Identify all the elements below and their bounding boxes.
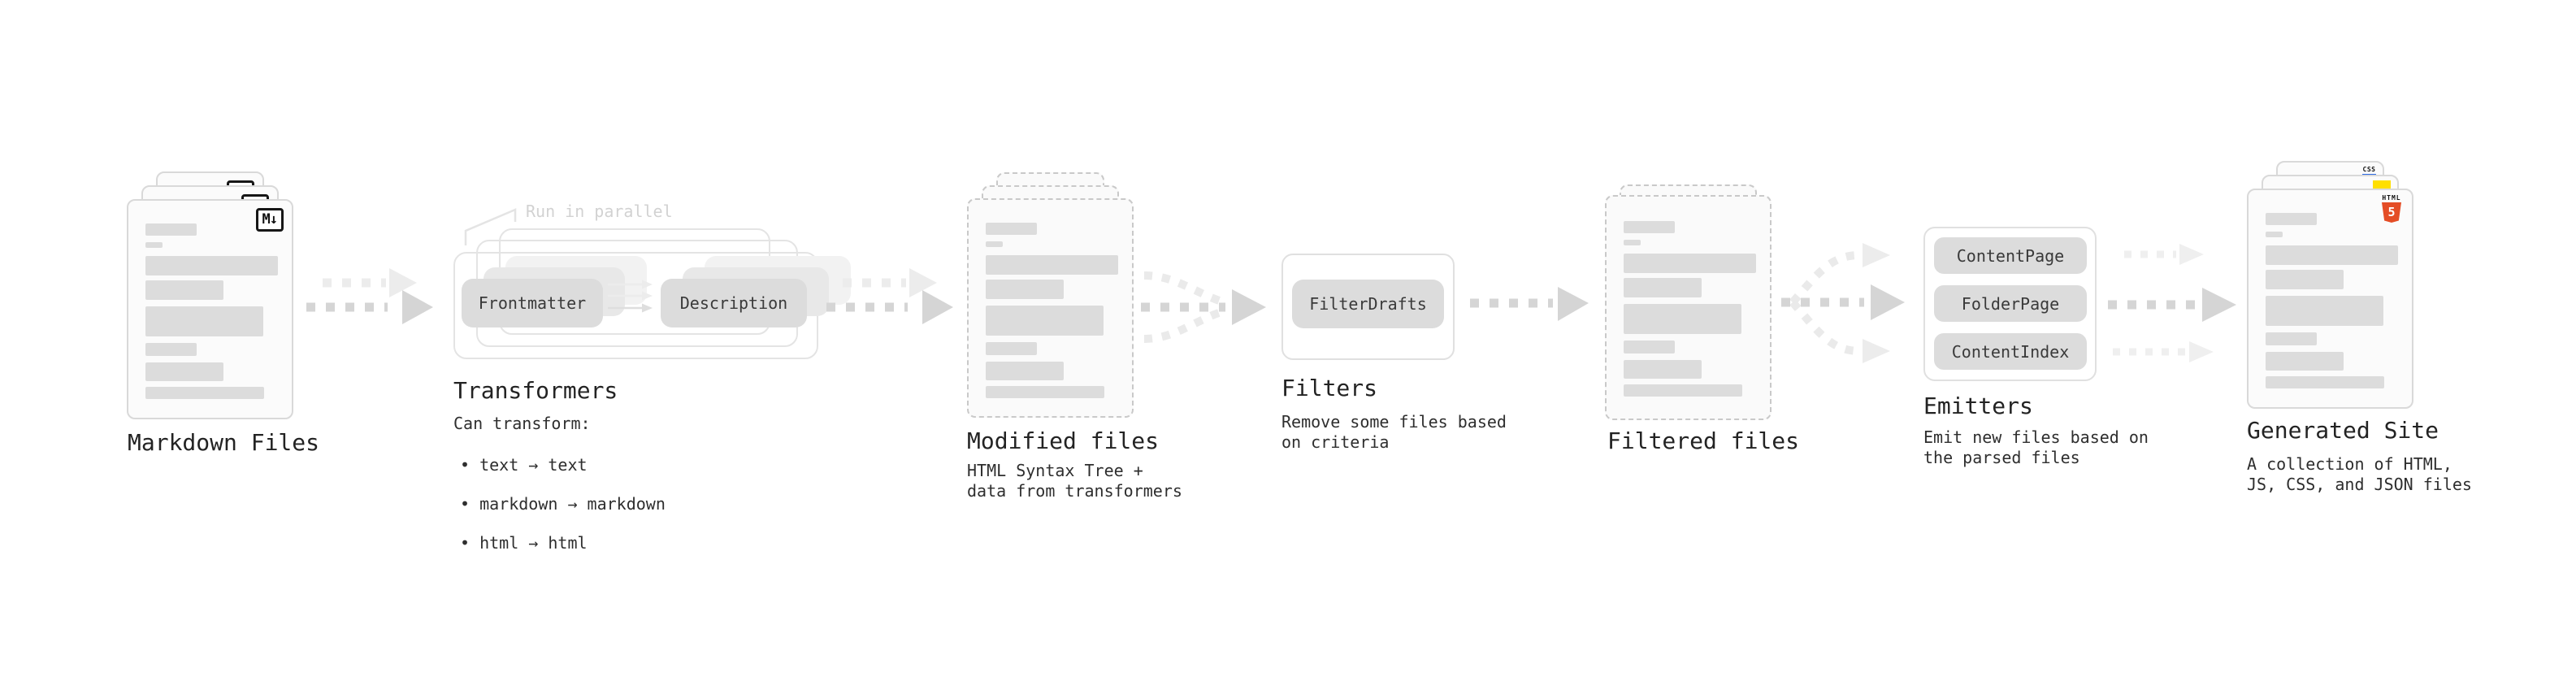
emitters-description: Emit new files based on the parsed files [1923,427,2149,467]
arrow-markdown-to-transformers [306,268,433,324]
bullet-item: • html → html [460,533,588,553]
filtered-file-card-front [1605,195,1772,420]
arrow-filtered-to-emitters [1781,243,1905,363]
html5-icon-label: HTML [2382,194,2401,202]
frontmatter-pill: Frontmatter [462,279,603,327]
transformers-title: Transformers [453,377,618,404]
emitters-title: Emitters [1923,393,2033,419]
filterdrafts-pill: FilterDrafts [1292,280,1444,328]
run-in-parallel-annotation: Run in parallel [526,202,673,221]
markdown-file-card-front: M↓ [127,199,293,419]
filtered-files-stack [1605,184,1808,428]
filtered-files-label: Filtered files [1607,427,1800,454]
transformers-bullet-list: • text → text • markdown → markdown • ht… [460,436,666,572]
contentindex-pill: ContentIndex [1934,333,2087,370]
markdown-icon: M↓ [255,208,284,232]
pill-connector-arrows [608,280,653,313]
filters-title: Filters [1281,375,1378,401]
arrow-emitters-to-site [2108,244,2236,362]
markdown-files-label: Markdown Files [128,429,320,456]
description-pill: Description [661,279,807,327]
transformers-description-intro: Can transform: [453,414,591,433]
modified-files-label: Modified files [967,427,1160,454]
html5-icon-number: 5 [2387,205,2396,219]
arrow-modified-to-filters [1141,271,1266,343]
html5-icon: HTML 5 [2382,194,2401,223]
markdown-files-stack: M↓ M↓ M↓ [127,171,330,423]
bullet-item: • markdown → markdown [460,494,666,514]
modified-file-card-front [967,198,1134,418]
arrow-filters-to-filtered [1470,287,1589,321]
generated-site-description: A collection of HTML, JS, CSS, and JSON … [2247,454,2472,494]
generated-site-label: Generated Site [2247,417,2439,444]
generated-site-stack: CSS HTML 5 [2247,161,2450,413]
js-icon [2373,180,2391,189]
html-file-card: HTML 5 [2247,189,2413,409]
modified-files-description: HTML Syntax Tree + data from transformer… [967,461,1182,501]
filters-description: Remove some files based on criteria [1281,412,1507,452]
contentpage-pill: ContentPage [1934,237,2087,274]
bullet-item: • text → text [460,455,588,475]
css-icon-label: CSS [2362,166,2376,173]
folderpage-pill: FolderPage [1934,285,2087,322]
run-in-parallel-leader-line [464,208,517,245]
arrow-transformers-to-modified [826,268,953,324]
modified-files-stack [967,172,1170,424]
